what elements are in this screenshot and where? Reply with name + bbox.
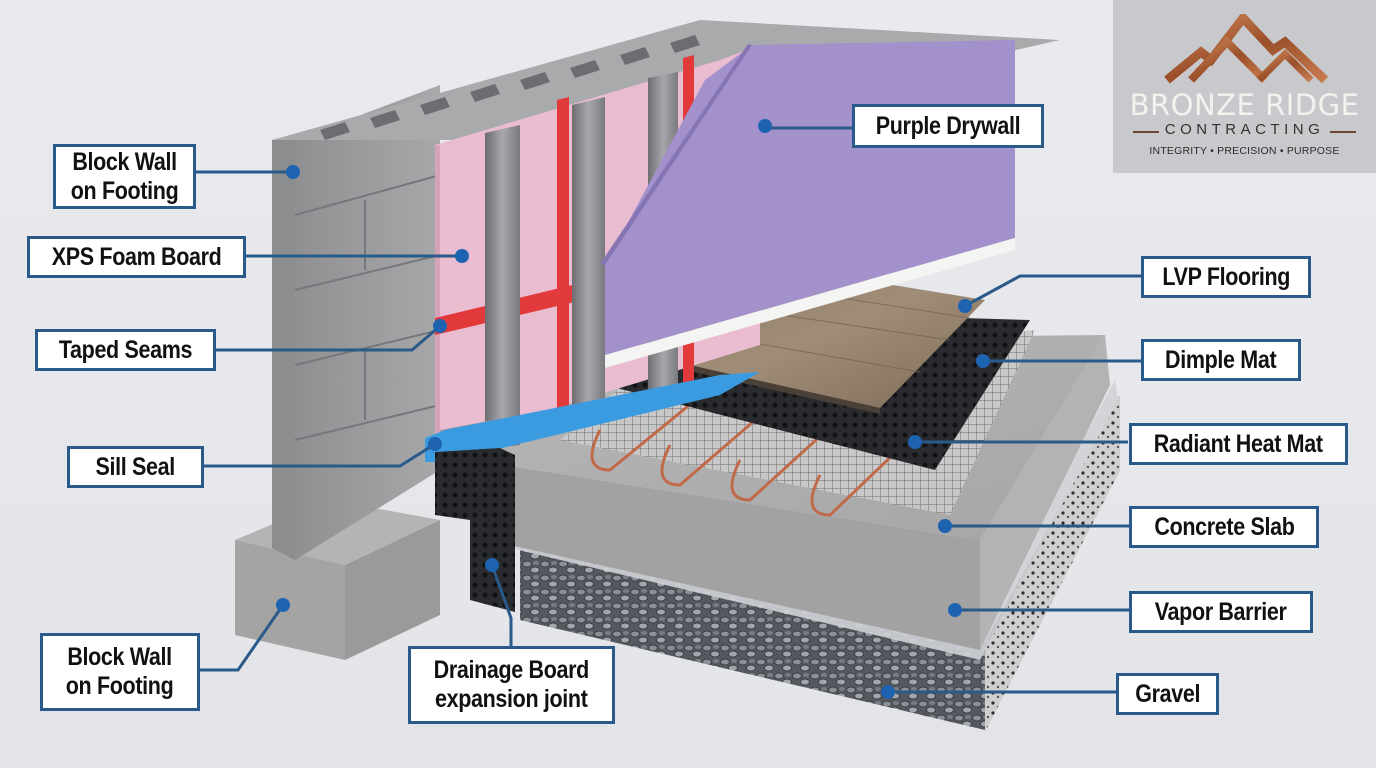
label-block-wall-top: Block Wall on Footing — [53, 144, 196, 209]
label-drainage-board: Drainage Board expansion joint — [408, 646, 615, 724]
label-xps-foam-board: XPS Foam Board — [27, 236, 246, 278]
steel-stud — [572, 97, 605, 426]
drainage-board — [435, 448, 515, 612]
label-line: on Footing — [66, 672, 174, 700]
label-line: Drainage Board — [433, 656, 590, 684]
brand-name: BRONZE RIDGE — [1129, 88, 1360, 122]
concrete-slab-side — [980, 335, 1110, 650]
steel-stud — [485, 125, 520, 450]
label-line: Block Wall — [67, 643, 173, 671]
footing-side — [345, 520, 440, 660]
gravel-layer — [520, 400, 1120, 730]
concrete-slab-front — [440, 455, 980, 650]
label-lvp-flooring: LVP Flooring — [1141, 256, 1311, 298]
label-line: on Footing — [70, 176, 179, 205]
sill-seal — [425, 372, 760, 462]
label-line: Block Wall — [72, 147, 177, 176]
divider-right — [1330, 131, 1356, 133]
label-gravel: Gravel — [1116, 673, 1219, 715]
callout-dots — [276, 119, 990, 699]
label-vapor-barrier: Vapor Barrier — [1129, 591, 1313, 633]
label-block-wall-bottom: Block Wall on Footing — [40, 633, 200, 711]
callout-connectors — [196, 126, 1141, 694]
label-concrete-slab: Concrete Slab — [1129, 506, 1319, 548]
baseboard — [605, 238, 1015, 368]
company-logo: BRONZE RIDGE CONTRACTING INTEGRITY • PRE… — [1113, 0, 1376, 173]
mountain-peaks-icon — [1164, 14, 1329, 84]
taped-seam-vertical — [557, 97, 569, 424]
footing-front — [235, 540, 345, 660]
brand-subtitle: CONTRACTING — [1164, 121, 1325, 138]
divider-left — [1133, 131, 1159, 133]
label-taped-seams: Taped Seams — [35, 329, 216, 371]
brand-tagline: INTEGRITY • PRECISION • PURPOSE — [1149, 145, 1340, 157]
label-sill-seal: Sill Seal — [67, 446, 204, 488]
label-radiant-heat-mat: Radiant Heat Mat — [1129, 423, 1348, 465]
label-line: expansion joint — [435, 685, 588, 713]
label-purple-drywall: Purple Drywall — [852, 104, 1044, 148]
block-wall-face — [295, 85, 440, 560]
label-dimple-mat: Dimple Mat — [1141, 339, 1301, 381]
